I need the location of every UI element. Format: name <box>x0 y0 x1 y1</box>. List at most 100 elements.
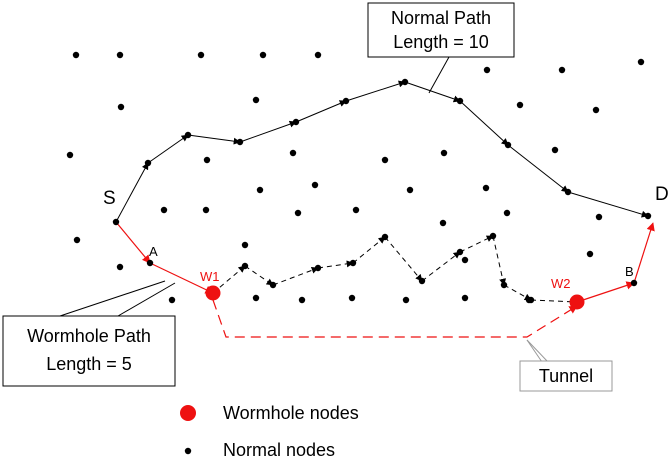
path-node <box>292 118 300 126</box>
path-node <box>184 131 192 139</box>
normal-node <box>406 186 414 194</box>
wormhole-path-hop <box>149 262 214 294</box>
wormhole-path <box>115 221 655 338</box>
normal-path-callout: Normal Path Length = 10 <box>367 2 515 94</box>
wormhole-1-label: W1 <box>200 269 220 284</box>
normal-node <box>298 296 306 304</box>
legend-normal-marker <box>184 447 192 455</box>
normal-node <box>117 103 125 111</box>
normal-node <box>256 186 264 194</box>
normal-node <box>252 96 260 104</box>
normal-node <box>516 101 524 109</box>
normal-node <box>259 51 267 59</box>
path-node <box>630 279 638 287</box>
path-node <box>456 97 464 105</box>
normal-path-title: Normal Path <box>391 8 491 28</box>
relay-path-hop <box>492 235 507 286</box>
normal-node <box>241 241 249 249</box>
path-node <box>401 78 409 86</box>
normal-node <box>203 156 211 164</box>
tunnel-callout: Tunnel <box>519 339 613 392</box>
relay-path-hop <box>317 260 354 269</box>
relay-path-hop <box>244 265 274 286</box>
normal-node <box>311 181 319 189</box>
normal-node <box>558 66 566 74</box>
normal-node <box>294 209 302 217</box>
normal-node <box>461 294 469 302</box>
normal-node <box>595 213 603 221</box>
normal-node <box>289 149 297 157</box>
normal-node <box>439 219 447 227</box>
relay-path-hop <box>384 236 423 282</box>
legend-wormhole-marker <box>180 405 196 421</box>
legend-wormhole-label: Wormhole nodes <box>223 403 359 423</box>
normal-node <box>252 294 260 302</box>
path-node <box>504 141 512 149</box>
normal-node <box>551 146 559 154</box>
normal-path-hop <box>187 134 241 145</box>
normal-path-hop <box>507 144 569 193</box>
relay-path-hop <box>272 266 319 286</box>
path-node <box>564 188 572 196</box>
relay-path <box>212 235 578 303</box>
path-node <box>349 259 357 267</box>
normal-node <box>586 250 594 258</box>
normal-node <box>348 294 356 302</box>
normal-node <box>482 184 490 192</box>
normal-node <box>202 206 210 214</box>
normal-node <box>503 209 511 217</box>
normal-node <box>314 51 322 59</box>
wormhole-node-w2 <box>569 294 585 310</box>
normal-node <box>116 51 124 59</box>
normal-node <box>73 236 81 244</box>
normal-path-hop <box>567 191 649 218</box>
path-node <box>236 138 244 146</box>
normal-path-hop <box>295 100 347 123</box>
path-node <box>269 281 277 289</box>
normal-node <box>461 256 469 264</box>
path-node <box>146 259 154 267</box>
path-node <box>314 264 322 272</box>
normal-node <box>66 151 74 159</box>
tunnel-link <box>212 299 578 338</box>
normal-path-hop <box>147 134 189 164</box>
path-node <box>527 296 535 304</box>
relay-path-hop <box>530 299 578 303</box>
path-node <box>241 262 249 270</box>
wormhole-path-title: Wormhole Path <box>27 326 151 346</box>
path-node <box>144 159 152 167</box>
wormhole-path-hop <box>576 281 635 303</box>
normal-node-field <box>66 51 645 304</box>
path-nodes <box>112 78 652 304</box>
wormhole-path-hop <box>633 222 655 284</box>
path-node <box>381 233 389 241</box>
tunnel-label: Tunnel <box>539 366 593 386</box>
relay-path-hop <box>212 265 246 294</box>
normal-node <box>440 149 448 157</box>
path-node <box>342 97 350 105</box>
normal-node <box>116 263 124 271</box>
source-label: S <box>103 188 116 209</box>
normal-node <box>197 51 205 59</box>
normal-node <box>483 66 491 74</box>
wormhole-node-w1 <box>205 285 221 301</box>
normal-path <box>115 80 649 223</box>
normal-node <box>72 51 80 59</box>
normal-path-hop <box>459 100 509 146</box>
normal-path-hop <box>115 162 149 223</box>
node-b-label: B <box>625 264 634 279</box>
normal-node <box>592 106 600 114</box>
normal-node <box>402 296 410 304</box>
path-node <box>489 232 497 240</box>
relay-path-hop <box>459 235 494 253</box>
node-a-label: A <box>149 244 158 259</box>
relay-path-hop <box>421 251 461 282</box>
path-node <box>456 248 464 256</box>
normal-path-hop <box>345 80 406 102</box>
path-node <box>112 218 120 226</box>
normal-node <box>381 156 389 164</box>
path-node <box>418 277 426 285</box>
wormhole-path-callout: Wormhole Path Length = 5 <box>2 280 176 387</box>
path-node <box>500 281 508 289</box>
